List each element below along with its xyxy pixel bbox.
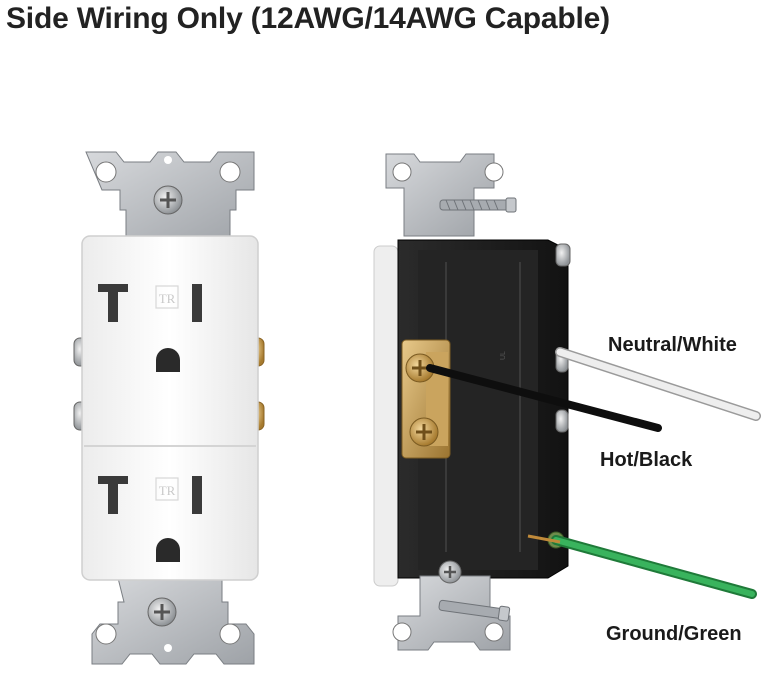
wires bbox=[426, 347, 761, 599]
side-top-strap bbox=[385, 153, 495, 237]
neutral-white-label: Neutral/White bbox=[608, 334, 737, 356]
page-title: Side Wiring Only (12AWG/14AWG Capable) bbox=[6, 2, 610, 35]
upper-outlet: TR bbox=[98, 284, 202, 372]
front-face bbox=[81, 235, 259, 581]
svg-text:UL: UL bbox=[500, 351, 507, 360]
upper-tr-mark: TR bbox=[159, 291, 176, 306]
wired-receptacle: UL bbox=[373, 153, 571, 651]
hot-wire bbox=[426, 364, 662, 432]
ground-green-label: Ground/Green bbox=[606, 623, 742, 645]
lower-outlet: TR bbox=[98, 476, 202, 562]
front-receptacle: TR TR bbox=[73, 151, 265, 665]
lower-tr-mark: TR bbox=[159, 483, 176, 498]
hot-black-label: Hot/Black bbox=[600, 449, 693, 471]
